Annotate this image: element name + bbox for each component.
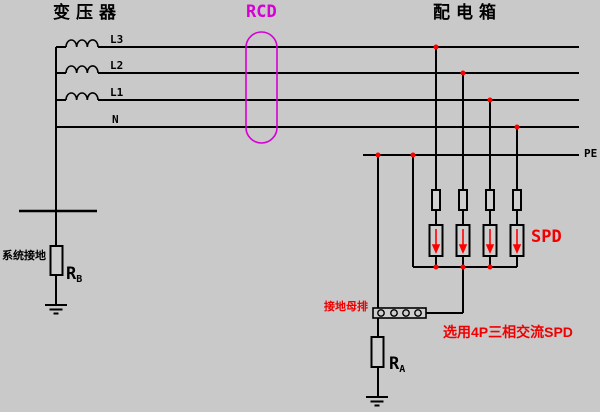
- distribution-box-label: 配电箱: [433, 3, 502, 22]
- junction-dot: [433, 264, 439, 270]
- rb-label-main: R: [66, 264, 77, 284]
- junction-dot: [375, 152, 381, 158]
- ra-label-sub: A: [399, 364, 406, 375]
- busbar-hole-3: [402, 309, 410, 317]
- phase-label-l1: L1: [110, 86, 124, 99]
- spd-arrowhead-l2: [458, 244, 468, 255]
- junction-dot: [487, 97, 493, 103]
- spd-arrowhead-l3: [431, 244, 441, 255]
- rb-label: RB: [66, 266, 82, 285]
- junction-dot: [514, 124, 520, 130]
- l1-coil: [65, 92, 99, 101]
- ra-label-main: R: [389, 354, 400, 374]
- spd-arrowhead-n: [512, 244, 522, 255]
- earth-symbol-bottom: [366, 396, 388, 407]
- busbar-hole-2: [390, 309, 398, 317]
- earth-symbol-left: [45, 304, 67, 315]
- junction-dot: [433, 44, 439, 50]
- phase-label-l3: L3: [110, 33, 124, 46]
- ground-busbar-label: 接地母排: [324, 301, 368, 313]
- pe-label: PE: [584, 147, 598, 160]
- ground-busbar-block: [372, 307, 427, 319]
- fuse-l1: [485, 189, 495, 211]
- rcd-label: RCD: [246, 2, 277, 22]
- busbar-hole-1: [377, 309, 385, 317]
- junction-dot: [410, 152, 416, 158]
- junction-dot: [487, 264, 493, 270]
- resistor-rb: [49, 245, 64, 276]
- rcd-outline: [245, 31, 278, 144]
- l3-coil: [65, 39, 99, 48]
- fuse-l2: [458, 189, 468, 211]
- junction-dot: [460, 70, 466, 76]
- spd-label: SPD: [531, 227, 562, 247]
- busbar-hole-4: [414, 309, 422, 317]
- l2-coil: [65, 65, 99, 74]
- neutral-label: N: [112, 113, 119, 126]
- resistor-ra: [370, 336, 385, 368]
- rb-label-sub: B: [76, 274, 83, 285]
- system-ground-label: 系统接地: [2, 250, 46, 262]
- spd-selection-note: 选用4P三相交流SPD: [443, 324, 573, 340]
- ra-label: RA: [389, 356, 405, 375]
- transformer-label: 变压器: [53, 3, 122, 22]
- junction-dot: [460, 264, 466, 270]
- spd-arrowhead-l1: [485, 244, 495, 255]
- fuse-l3: [431, 189, 441, 211]
- phase-label-l2: L2: [110, 59, 124, 72]
- fuse-n: [512, 189, 522, 211]
